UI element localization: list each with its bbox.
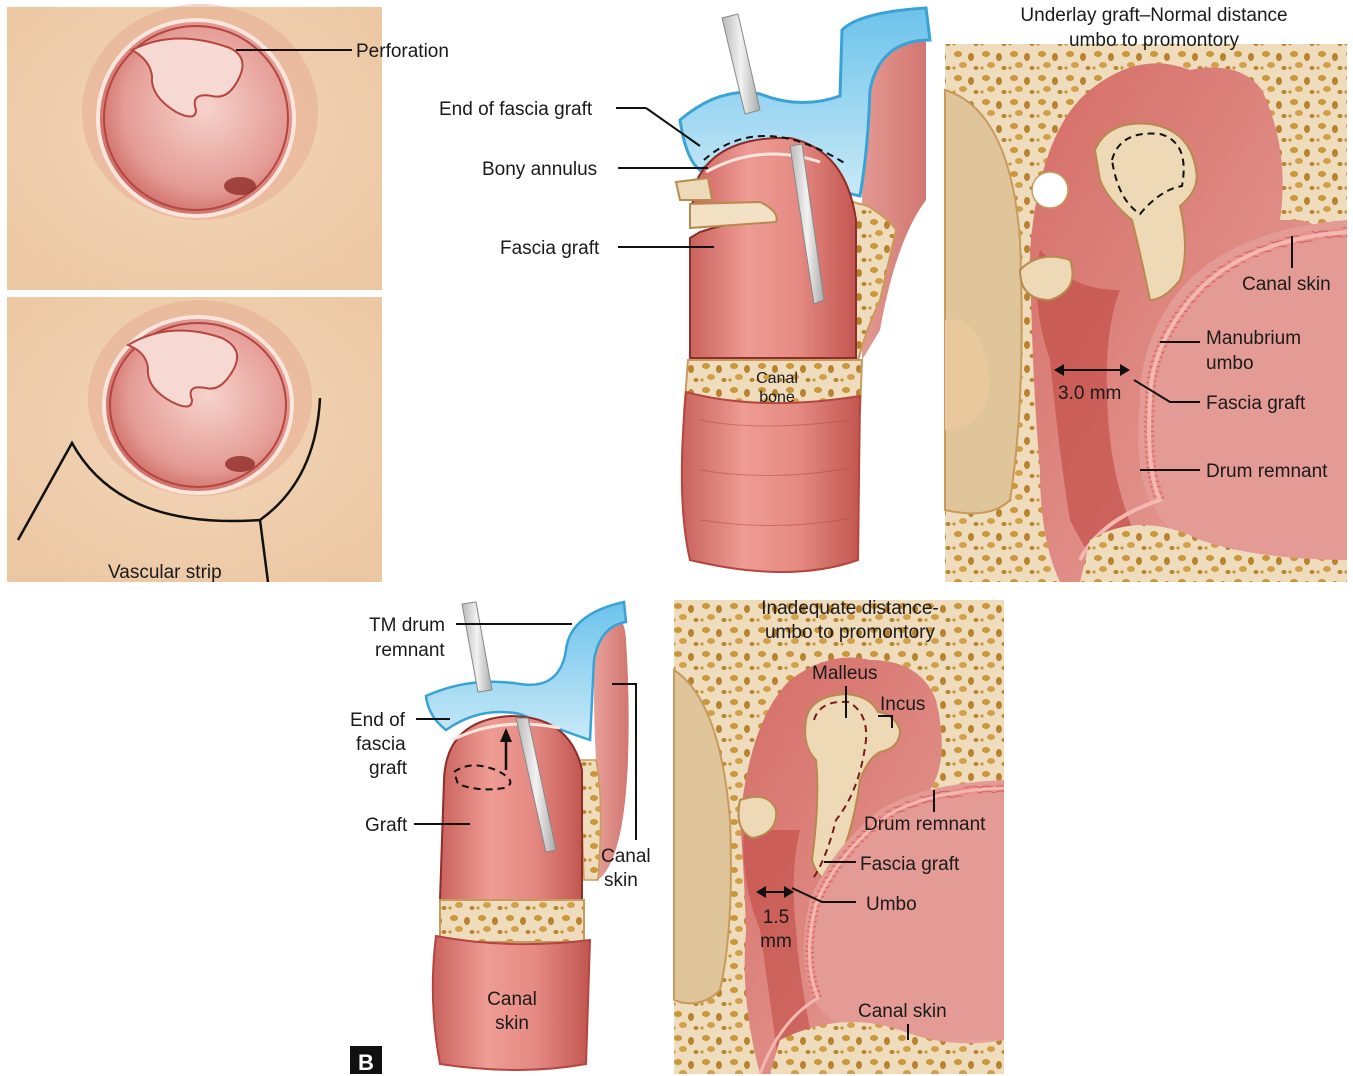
panel-normal-distance: Underlay graft–Normal distance umbo to p…	[945, 2, 1347, 582]
label-tm-drum-1: TM drum	[369, 615, 445, 636]
label-canal-skin-bottom-2: skin	[495, 1013, 529, 1034]
label-canal-bone-1: Canal	[756, 370, 798, 387]
label-manubrium-2: umbo	[1206, 353, 1254, 374]
label-canal-skin-bottom-1: Canal	[487, 989, 537, 1010]
label-malleus: Malleus	[812, 663, 877, 684]
label-canal-skin: Canal skin	[1242, 274, 1331, 295]
label-canal-skin-side-2: skin	[604, 870, 638, 891]
panel-inadequate-distance: Inadequate distance- umbo to promontory …	[674, 598, 1004, 1074]
label-end-of-fascia-graft: End of fascia graft	[439, 99, 593, 120]
label-umbo: Umbo	[866, 894, 917, 915]
label-drum-remnant-bottom: Drum remnant	[864, 814, 986, 835]
label-end-of-1: End of	[350, 710, 406, 731]
label-fascia-graft-right: Fascia graft	[1206, 393, 1306, 414]
panel-letter: B	[358, 1050, 374, 1075]
label-drum-remnant-right: Drum remnant	[1206, 461, 1328, 482]
graft-flap	[440, 716, 582, 900]
panel-vascular-strip: Vascular strip	[7, 297, 382, 583]
title-normal-distance-2: umbo to promontory	[1069, 30, 1240, 51]
label-tm-drum-2: remnant	[375, 640, 445, 661]
title-inadequate-2: umbo to promontory	[765, 622, 936, 643]
label-distance-1: 1.5	[763, 907, 789, 928]
label-canal-skin-side-1: Canal	[601, 846, 651, 867]
label-canal-bone-2: bone	[759, 389, 795, 406]
label-end-of-2: fascia	[356, 734, 406, 755]
panel-canal-fascia-graft: End of fascia graft Bony annulus Fascia …	[439, 8, 930, 572]
fascia-graft-flap	[690, 138, 856, 358]
label-perforation: Perforation	[356, 41, 449, 62]
title-inadequate-1: Inadequate distance-	[761, 598, 938, 619]
label-distance-2: mm	[760, 931, 792, 952]
label-canal-skin-bottom-right: Canal skin	[858, 1001, 947, 1022]
label-bony-annulus: Bony annulus	[482, 159, 597, 180]
label-vascular-strip: Vascular strip	[108, 562, 222, 583]
title-normal-distance-1: Underlay graft–Normal distance	[1020, 5, 1287, 26]
panel-tm-perforation: Perforation	[7, 4, 449, 290]
label-fascia-graft: Fascia graft	[500, 238, 600, 259]
label-incus: Incus	[880, 694, 925, 715]
label-distance-3mm: 3.0 mm	[1058, 383, 1121, 404]
label-fascia-graft-bottom: Fascia graft	[860, 854, 960, 875]
label-graft: Graft	[365, 815, 408, 836]
panel-graft-position: TM drum remnant End of fascia graft Graf…	[350, 602, 651, 1075]
label-end-of-3: graft	[369, 758, 408, 779]
label-manubrium-1: Manubrium	[1206, 328, 1301, 349]
